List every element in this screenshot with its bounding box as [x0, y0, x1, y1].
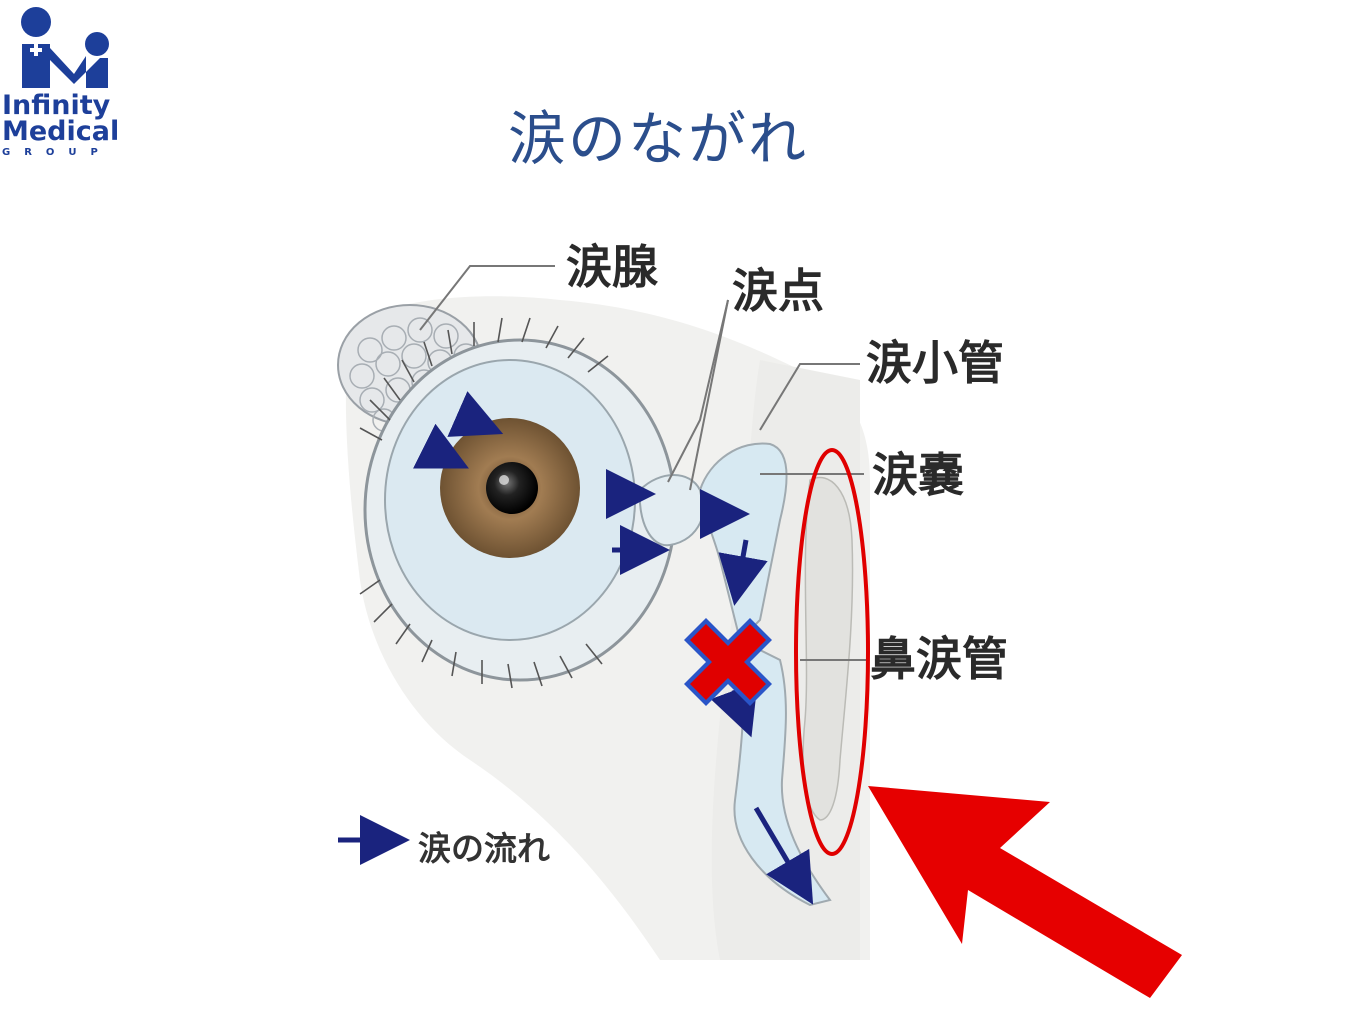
legend-flow-label: 涙の流れ: [418, 829, 550, 868]
flow-arrow: [447, 391, 504, 437]
flow-arrow: [413, 423, 469, 469]
label-nasolacrimal-duct: 鼻涙管: [870, 632, 1008, 686]
logo-text-line3: GROUP: [2, 147, 112, 158]
page-title: 涙のながれ: [508, 105, 809, 173]
label-punctum: 涙点: [732, 264, 824, 318]
nasal-cavity: [802, 476, 854, 821]
big-red-arrow: [868, 786, 1182, 998]
blockage-x-mark: [684, 618, 772, 706]
logo-mark-icon: [21, 7, 109, 88]
label-lacrimal-sac: 涙嚢: [872, 448, 964, 502]
label-canaliculus: 涙小管: [866, 336, 1004, 390]
logo-text-line2: Medical: [2, 116, 120, 147]
flow-arrow: [710, 681, 758, 738]
flow-arrow: [753, 806, 814, 905]
logo-text-line1: Infinity: [2, 90, 111, 121]
flow-arrows: [338, 391, 814, 905]
eyelashes: [359, 317, 609, 689]
flow-arrow: [718, 539, 768, 606]
leader-lines: [419, 265, 866, 661]
highlight-ellipse: [794, 448, 870, 856]
nasolacrimal-duct: [733, 638, 832, 907]
label-lacrimal-gland: 涙腺: [566, 240, 658, 294]
company-logo: Infinity Medical GROUP: [0, 0, 150, 170]
pupil: [486, 462, 538, 514]
